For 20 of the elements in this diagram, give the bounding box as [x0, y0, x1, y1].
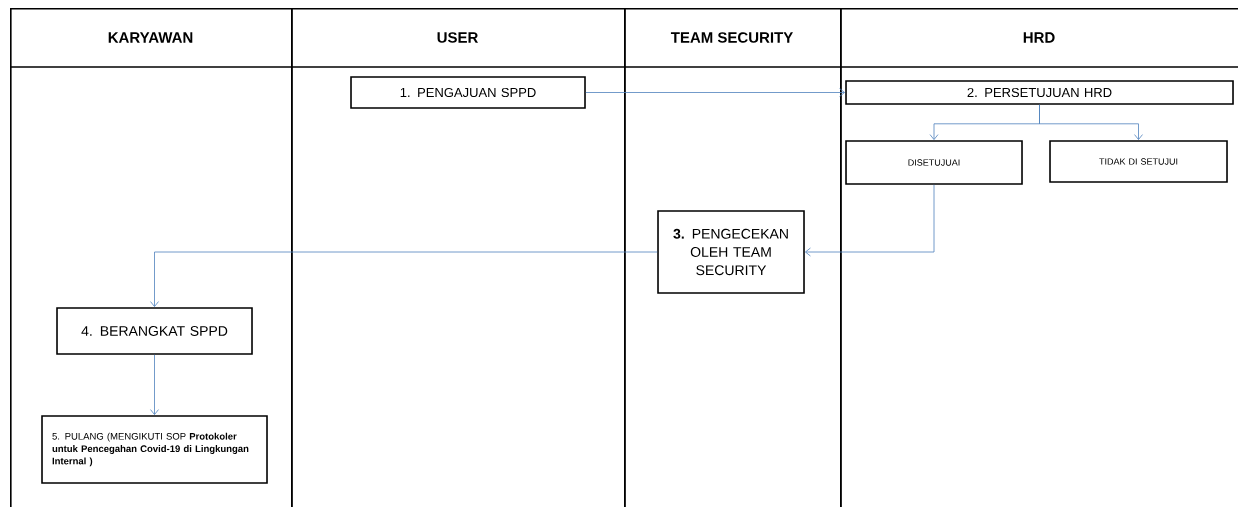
swimlane [290, 8, 626, 507]
process-box: 2. PERSETUJUAN HRD [845, 80, 1234, 105]
process-box: 3. PENGECEKAN OLEH TEAM SECURITY [657, 210, 805, 294]
process-box: TIDAK DI SETUJUI [1049, 140, 1228, 183]
arrow [150, 251, 658, 307]
swimlane [839, 8, 1238, 507]
swimlane [623, 8, 842, 507]
arrow [150, 354, 159, 415]
process-box: 1. PENGAJUAN SPPD [350, 76, 586, 109]
lane-heading: TEAM SECURITY [670, 32, 793, 43]
lane-heading: USER [437, 32, 479, 43]
lane-heading: KARYAWAN [108, 32, 193, 43]
process-box: DISETUJUAI [845, 140, 1023, 185]
process-box: 5. PULANG (MENGIKUTI SOP Protokoler untuk Pencegahan Covid-19 di Lingkungan Internal ) [41, 415, 268, 484]
lane-heading: HRD [1023, 32, 1055, 43]
arrow [585, 88, 845, 97]
process-box: 4. BERANGKAT SPPD [56, 307, 253, 355]
swimlane [9, 8, 293, 507]
arrow [805, 184, 935, 257]
arrow [1039, 104, 1143, 140]
